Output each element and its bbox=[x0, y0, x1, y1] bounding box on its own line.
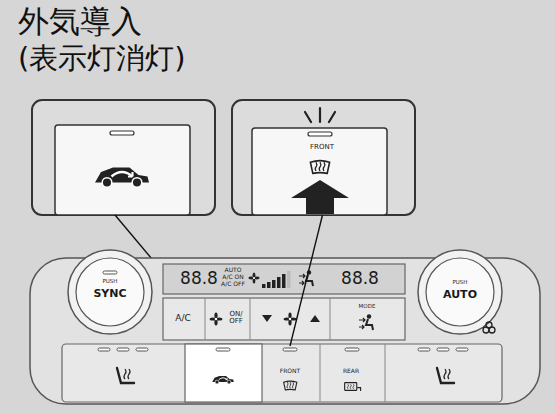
button-label: MODE bbox=[359, 304, 376, 310]
button-label: A/C OFF bbox=[221, 281, 245, 287]
button-label: A/C bbox=[175, 314, 190, 323]
button-label: 88.8 bbox=[341, 270, 379, 287]
ac-button: A/C bbox=[165, 300, 205, 338]
button-label: AUTO bbox=[225, 267, 242, 273]
button-label: 88.8 bbox=[180, 270, 218, 287]
button-label: ON/ OFF bbox=[227, 311, 245, 325]
button-label: PUSH bbox=[103, 279, 118, 285]
front-defrost-button: FRONT bbox=[262, 346, 318, 400]
mode-button: MODE bbox=[330, 300, 405, 338]
fan-off-button: ON/ OFF bbox=[205, 300, 250, 338]
button-label: A/C ON bbox=[222, 274, 243, 280]
button-label: FRONT bbox=[280, 368, 301, 374]
button-label: SYNC bbox=[93, 288, 126, 299]
auto-knob: PUSH AUTO bbox=[420, 252, 500, 332]
sync-knob: PUSH SYNC bbox=[70, 252, 150, 332]
button-label: AUTO bbox=[443, 289, 477, 300]
leader-line bbox=[290, 215, 323, 346]
button-label: REAR bbox=[343, 368, 359, 374]
button-label: FRONT bbox=[310, 144, 334, 151]
callout-box: FRONT bbox=[230, 100, 415, 215]
sub-heading: (表示灯消灯) bbox=[18, 43, 186, 75]
heading: 外気導入 bbox=[18, 4, 142, 38]
button-label: PUSH bbox=[453, 280, 468, 286]
rear-defrost-button: REAR bbox=[320, 346, 382, 400]
climate-display: 88.8AUTOA/C ONA/C OFF88.8 bbox=[163, 265, 405, 293]
